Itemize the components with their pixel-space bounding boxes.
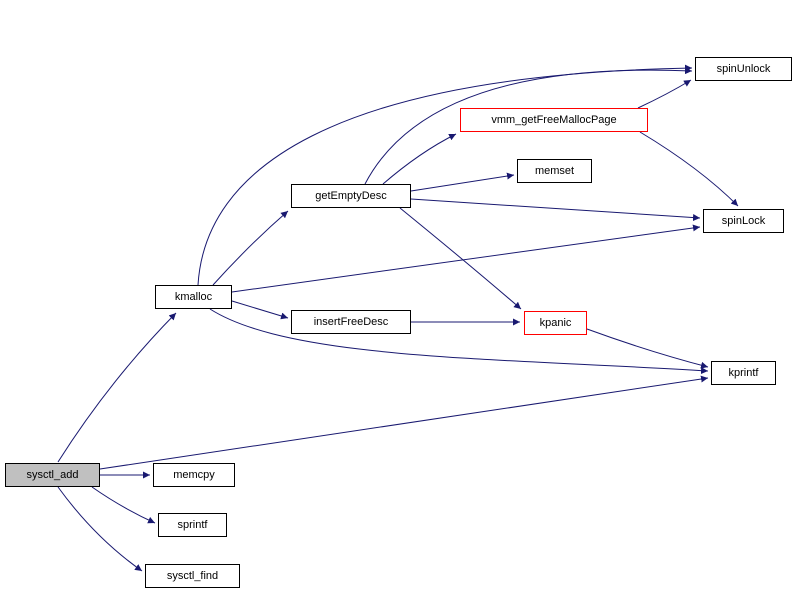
- edge-sysctl_add-kmalloc: [57, 312, 177, 463]
- node-spinUnlock[interactable]: spinUnlock: [695, 57, 792, 81]
- node-kmalloc[interactable]: kmalloc: [155, 285, 232, 309]
- node-memset[interactable]: memset: [517, 159, 592, 183]
- edge-getEmptyDesc-memset: [410, 172, 515, 192]
- node-insertFreeDesc[interactable]: insertFreeDesc: [291, 310, 411, 334]
- node-memcpy[interactable]: memcpy: [153, 463, 235, 487]
- edge-vmm_getFreeMallocPage-spinUnlock: [637, 79, 692, 109]
- edge-kmalloc-getEmptyDesc: [212, 210, 289, 286]
- node-sysctl_find[interactable]: sysctl_find: [145, 564, 240, 588]
- edge-kmalloc-spinUnlock: [197, 64, 693, 286]
- node-sysctl_add[interactable]: sysctl_add: [5, 463, 100, 487]
- edge-getEmptyDesc-spinLock: [410, 198, 701, 222]
- edge-kpanic-kprintf: [586, 328, 709, 369]
- edge-sysctl_add-sysctl_find: [57, 486, 143, 572]
- edge-getEmptyDesc-vmm_getFreeMallocPage: [382, 133, 457, 185]
- node-kpanic[interactable]: kpanic: [524, 311, 587, 335]
- edge-getEmptyDesc-kpanic: [399, 207, 522, 310]
- node-getEmptyDesc[interactable]: getEmptyDesc: [291, 184, 411, 208]
- edge-kmalloc-insertFreeDesc: [231, 300, 289, 320]
- edge-sysctl_add-sprintf: [91, 486, 156, 524]
- node-spinLock[interactable]: spinLock: [703, 209, 784, 233]
- edge-kmalloc-spinLock: [231, 224, 701, 293]
- node-vmm_getFreeMallocPage[interactable]: vmm_getFreeMallocPage: [460, 108, 648, 132]
- edge-sysctl_add-kprintf: [99, 375, 709, 470]
- edge-vmm_getFreeMallocPage-spinLock: [639, 131, 739, 207]
- node-kprintf[interactable]: kprintf: [711, 361, 776, 385]
- edge-getEmptyDesc-spinUnlock: [364, 67, 693, 185]
- edge-kmalloc-kprintf: [209, 308, 709, 375]
- node-sprintf[interactable]: sprintf: [158, 513, 227, 537]
